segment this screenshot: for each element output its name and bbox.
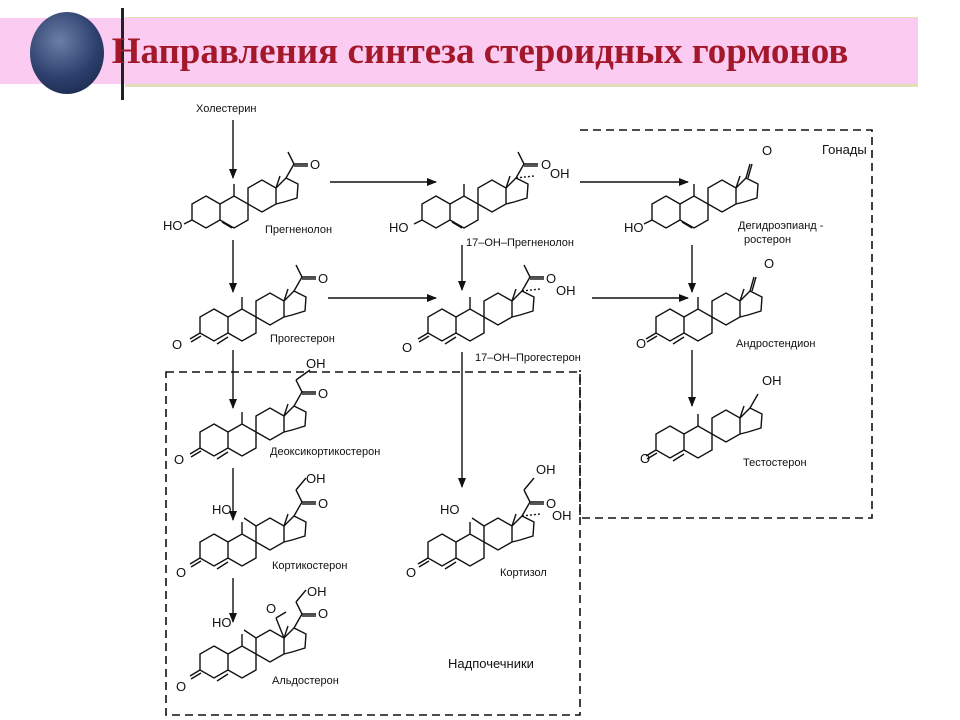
progesterone-o20: O bbox=[318, 271, 328, 286]
cortisol-o20: O bbox=[546, 496, 556, 511]
oh17-progesterone-o3: O bbox=[402, 340, 412, 355]
oh17-progesterone-o20: O bbox=[546, 271, 556, 286]
dhea-label-line2: ростерон bbox=[744, 234, 791, 246]
aldosterone-label: Альдостерон bbox=[272, 675, 339, 687]
corticosterone-o3: O bbox=[176, 565, 186, 580]
progesterone-structure bbox=[189, 264, 317, 345]
oh17-pregnenolone-ho: HO bbox=[389, 220, 409, 235]
aldosterone-o18: O bbox=[266, 601, 276, 616]
aldosterone-structure bbox=[189, 589, 317, 682]
oh17-pregnenolone-oh: OH bbox=[550, 166, 570, 181]
gonads-region-label: Гонады bbox=[822, 142, 867, 157]
cortisol-label: Кортизол bbox=[500, 567, 547, 579]
deoxycorticosterone-o20: O bbox=[318, 386, 328, 401]
pregnenolone-ho: HO bbox=[163, 218, 183, 233]
adrenals-region-box bbox=[165, 371, 581, 716]
androstenedione-o17: O bbox=[764, 256, 774, 271]
deoxycorticosterone-structure bbox=[189, 369, 317, 460]
corticosterone-structure bbox=[189, 477, 317, 570]
dhea-label-line1: Дегидроэпианд - bbox=[738, 220, 824, 232]
corticosterone-label: Кортикостерон bbox=[272, 560, 347, 572]
aldosterone-o20: O bbox=[318, 606, 328, 621]
title-divider-bottom bbox=[125, 84, 918, 87]
dhea-ho: HO bbox=[624, 220, 644, 235]
pregnenolone-o: O bbox=[310, 157, 320, 172]
corticosterone-oh21: OH bbox=[306, 471, 326, 486]
androstenedione-label: Андростендион bbox=[736, 338, 815, 350]
deoxycorticosterone-oh: OH bbox=[306, 356, 326, 371]
cholesterol-label: Холестерин bbox=[196, 103, 257, 115]
cortisol-o3: O bbox=[406, 565, 416, 580]
deoxycorticosterone-label: Деоксикортикостерон bbox=[270, 446, 380, 458]
adrenals-region-label: Надпочечники bbox=[448, 656, 534, 671]
title-bar bbox=[0, 18, 918, 84]
deoxycorticosterone-o3: O bbox=[174, 452, 184, 467]
androstenedione-structure bbox=[645, 276, 763, 345]
cortisol-oh17: OH bbox=[552, 508, 572, 523]
aldosterone-oh21: OH bbox=[307, 584, 327, 599]
testosterone-label: Тестостерон bbox=[743, 457, 807, 469]
oh17-pregnenolone-structure bbox=[413, 151, 539, 229]
progesterone-o3: O bbox=[172, 337, 182, 352]
corticosterone-o20: O bbox=[318, 496, 328, 511]
oh17-pregnenolone-o: O bbox=[541, 157, 551, 172]
corticosterone-ho11: HO bbox=[212, 502, 232, 517]
dhea-o: O bbox=[762, 143, 772, 158]
title-vertical-line bbox=[121, 8, 124, 100]
testosterone-oh: OH bbox=[762, 373, 782, 388]
dhea-structure bbox=[643, 163, 759, 229]
aldosterone-o3: O bbox=[176, 679, 186, 694]
gonads-region-box bbox=[579, 129, 873, 519]
androstenedione-o3: O bbox=[636, 336, 646, 351]
progesterone-label: Прогестерон bbox=[270, 333, 335, 345]
globe-logo-icon bbox=[30, 12, 104, 94]
oh17-progesterone-oh: OH bbox=[556, 283, 576, 298]
oh17-pregnenolone-label: 17–ОН–Прегненолон bbox=[466, 237, 574, 249]
testosterone-structure bbox=[645, 393, 763, 462]
testosterone-o3: O bbox=[640, 451, 650, 466]
cortisol-oh21: OH bbox=[536, 462, 556, 477]
cortisol-structure bbox=[417, 477, 545, 570]
page-title: Направления синтеза стероидных гормонов bbox=[111, 31, 849, 72]
aldosterone-ho11: HO bbox=[212, 615, 232, 630]
pregnenolone-structure bbox=[183, 151, 309, 229]
oh17-progesterone-label: 17–ОН–Прогестерон bbox=[475, 352, 581, 364]
pregnenolone-label: Прегненолон bbox=[265, 224, 332, 236]
cortisol-ho11: HO bbox=[440, 502, 460, 517]
oh17-progesterone-structure bbox=[417, 264, 545, 345]
